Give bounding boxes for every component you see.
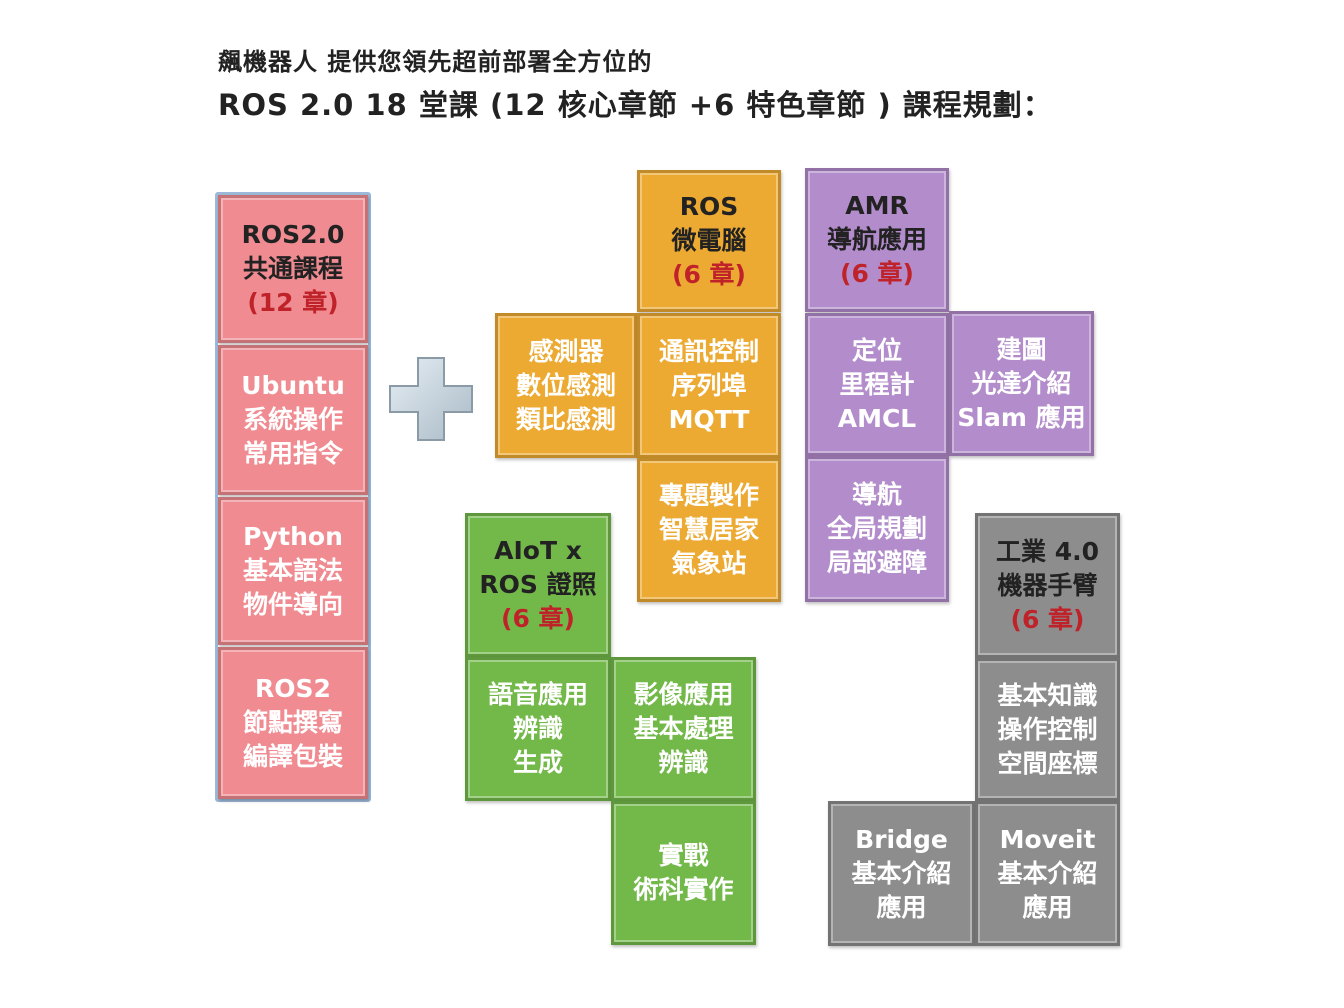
- title: ROS2.0: [241, 220, 345, 249]
- line: 建圖: [996, 334, 1047, 364]
- line: 類比感測: [515, 404, 616, 434]
- industry-block-moveit: Moveit 基本介紹應用: [975, 801, 1120, 946]
- subtitle: 機器手臂: [997, 570, 1098, 600]
- line: 語音應用: [487, 680, 588, 709]
- industry-block-bridge: Bridge 基本介紹應用: [828, 801, 975, 946]
- line: 操作控制: [997, 714, 1098, 744]
- line: 導航: [851, 480, 902, 509]
- line: 局部避障: [826, 548, 927, 577]
- line: 編譯包裝: [242, 742, 343, 771]
- line: 定位: [851, 335, 902, 365]
- line: 基本知識: [997, 680, 1098, 710]
- ros-mcu-block-project: 專題製作智慧居家氣象站: [637, 458, 781, 602]
- line: 全局規劃: [826, 514, 927, 543]
- line: 智慧居家: [658, 515, 759, 544]
- core-block-ros2: ROS2 節點撰寫編譯包裝: [218, 647, 368, 799]
- core-course-group: [215, 192, 371, 802]
- chapter-count: (6 章): [672, 260, 746, 289]
- ros-mcu-block-sensor: 感測器數位感測類比感測: [495, 313, 637, 458]
- aiot-block-practice: 實戰術科實作: [611, 801, 756, 945]
- line: 物件導向: [242, 590, 343, 619]
- line: 基本介紹: [851, 858, 952, 888]
- line: 通訊控制: [658, 336, 759, 366]
- line: 生成: [512, 748, 563, 777]
- title: AIoT x: [494, 536, 582, 565]
- line: Bridge: [855, 824, 948, 854]
- subtitle: 導航應用: [826, 225, 927, 254]
- chapter-count: (6 章): [501, 604, 575, 633]
- aiot-block-speech: 語音應用辨識生成: [465, 657, 611, 801]
- line: 基本處理: [633, 714, 734, 743]
- line: 感測器: [528, 336, 604, 366]
- chapter-count: (12 章): [247, 288, 339, 317]
- line: 數位感測: [515, 370, 616, 400]
- aiot-block-vision: 影像應用基本處理辨識: [611, 657, 756, 801]
- subtitle: 微電腦: [671, 226, 747, 255]
- plus-icon: [389, 357, 473, 441]
- core-head-block: ROS2.0 共通課程 (12 章): [218, 195, 368, 343]
- subtitle: 共通課程: [242, 254, 343, 283]
- header-line-2: ROS 2.0 18 堂課 (12 核心章節 +6 特色章節 ) 課程規劃：: [218, 88, 1053, 122]
- line: 空間座標: [997, 748, 1098, 778]
- line: 序列埠: [671, 370, 747, 400]
- core-block-ubuntu: Ubuntu 系統操作常用指令: [218, 345, 368, 495]
- line: 里程計: [839, 369, 915, 399]
- line: MQTT: [668, 404, 750, 434]
- title: 工業 4.0: [996, 536, 1099, 566]
- subtitle: ROS 證照: [479, 570, 597, 599]
- line: Python: [243, 522, 343, 551]
- line: 基本介紹: [997, 858, 1098, 888]
- header-line-1: 飆機器人 提供您領先超前部署全方位的: [218, 48, 653, 76]
- line: Slam 應用: [957, 402, 1086, 432]
- line: 節點撰寫: [242, 708, 343, 737]
- line: 系統操作: [242, 405, 343, 434]
- amr-block-localization: 定位里程計 AMCL: [805, 313, 949, 456]
- line: 應用: [876, 892, 927, 922]
- title: AMR: [845, 191, 909, 220]
- line: 基本語法: [242, 556, 343, 585]
- line: ROS2: [255, 674, 331, 703]
- amr-block-mapping: 建圖光達介紹 Slam 應用: [949, 311, 1094, 456]
- title: ROS: [679, 192, 739, 221]
- aiot-head-block: AIoT x ROS 證照 (6 章): [465, 513, 611, 657]
- core-block-python: Python 基本語法物件導向: [218, 497, 368, 645]
- line: 氣象站: [671, 549, 747, 578]
- industry-head-block: 工業 4.0 機器手臂 (6 章): [975, 513, 1120, 658]
- industry-block-basics: 基本知識操作控制空間座標: [975, 658, 1120, 801]
- ros-mcu-block-comm: 通訊控制序列埠 MQTT: [637, 313, 781, 458]
- line: Moveit: [999, 824, 1096, 854]
- line: 實戰: [658, 841, 709, 870]
- chapter-count: (6 章): [840, 259, 914, 288]
- line: 辨識: [658, 748, 709, 777]
- amr-head-block: AMR 導航應用 (6 章): [805, 168, 949, 312]
- line: 影像應用: [633, 680, 734, 709]
- line: 常用指令: [242, 439, 343, 468]
- chapter-count: (6 章): [1010, 604, 1085, 634]
- ros-mcu-head-block: ROS 微電腦 (6 章): [637, 170, 781, 312]
- line: 光達介紹: [971, 368, 1072, 398]
- line: 術科實作: [633, 875, 734, 904]
- line: AMCL: [837, 403, 917, 433]
- line: 應用: [1022, 892, 1073, 922]
- amr-block-navigation: 導航全局規劃局部避障: [805, 456, 949, 602]
- line: 辨識: [512, 714, 563, 743]
- line: 專題製作: [658, 481, 759, 510]
- line: Ubuntu: [241, 371, 345, 400]
